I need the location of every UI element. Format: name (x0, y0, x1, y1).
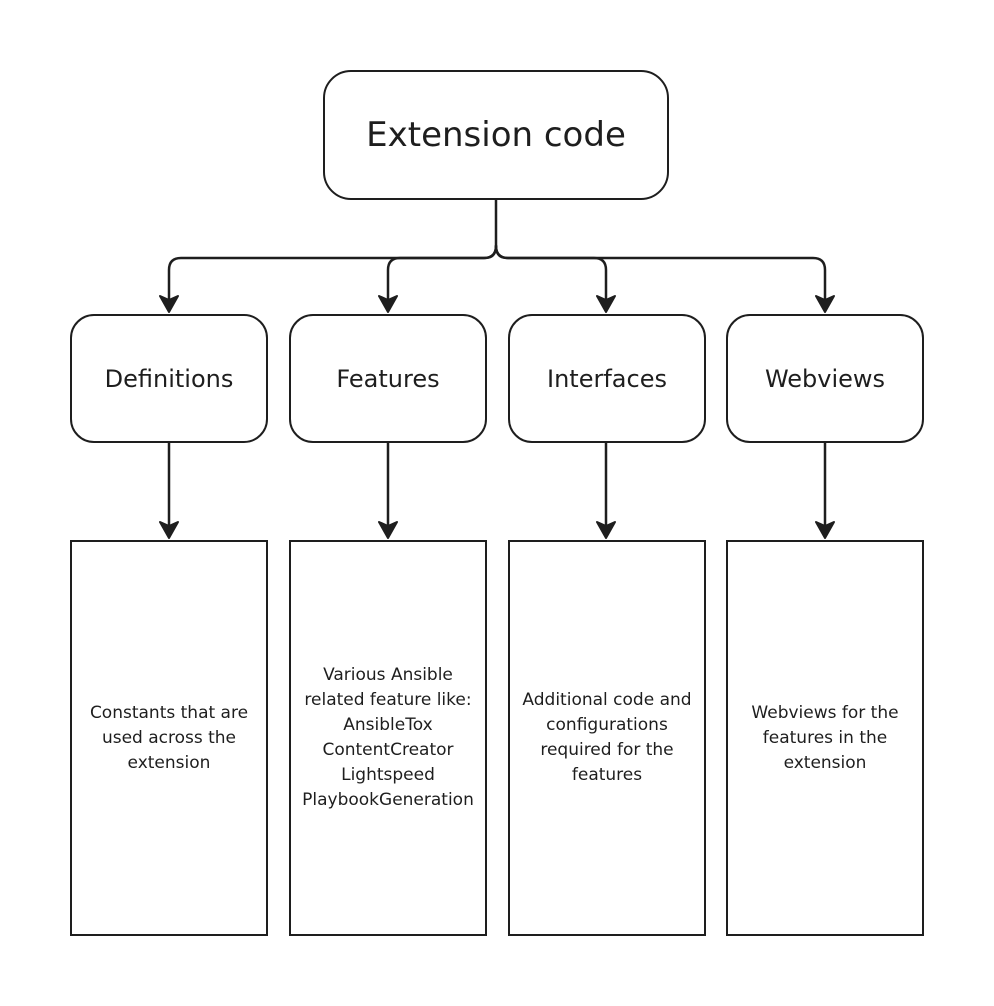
description-box-features: Various Ansible related feature like: An… (289, 540, 487, 936)
description-text-features: Various Ansible related feature like: An… (302, 665, 474, 810)
description-text-interfaces: Additional code and configurations requi… (522, 690, 692, 785)
description-box-definitions: Constants that are used across the exten… (70, 540, 268, 936)
connector-root-to-features (386, 244, 498, 308)
arrowhead-definitions-description (159, 521, 179, 539)
arrowhead-features (378, 295, 398, 313)
category-label-interfaces: Interfaces (547, 364, 667, 393)
category-node-webviews: Webviews (726, 314, 924, 443)
connector-root-to-interfaces (494, 244, 608, 308)
category-label-definitions: Definitions (104, 364, 234, 393)
root-node-extension-code: Extension code (323, 70, 669, 200)
description-box-interfaces: Additional code and configurations requi… (508, 540, 706, 936)
arrowhead-interfaces (596, 295, 616, 313)
arrowhead-interfaces-description (596, 521, 616, 539)
category-node-definitions: Definitions (70, 314, 268, 443)
root-node-label: Extension code (366, 115, 626, 155)
description-box-webviews: Webviews for the features in the extensi… (726, 540, 924, 936)
connector-root-to-webviews (494, 244, 827, 308)
category-node-interfaces: Interfaces (508, 314, 706, 443)
description-text-webviews: Webviews for the features in the extensi… (751, 702, 899, 773)
description-text-definitions: Constants that are used across the exten… (89, 702, 249, 773)
connector-root-trunk (167, 198, 498, 308)
arrowhead-definitions (159, 295, 179, 313)
arrowhead-webviews (815, 295, 835, 313)
category-node-features: Features (289, 314, 487, 443)
category-label-features: Features (336, 364, 440, 393)
arrowhead-features-description (378, 521, 398, 539)
category-label-webviews: Webviews (764, 364, 886, 393)
arrowhead-webviews-description (815, 521, 835, 539)
